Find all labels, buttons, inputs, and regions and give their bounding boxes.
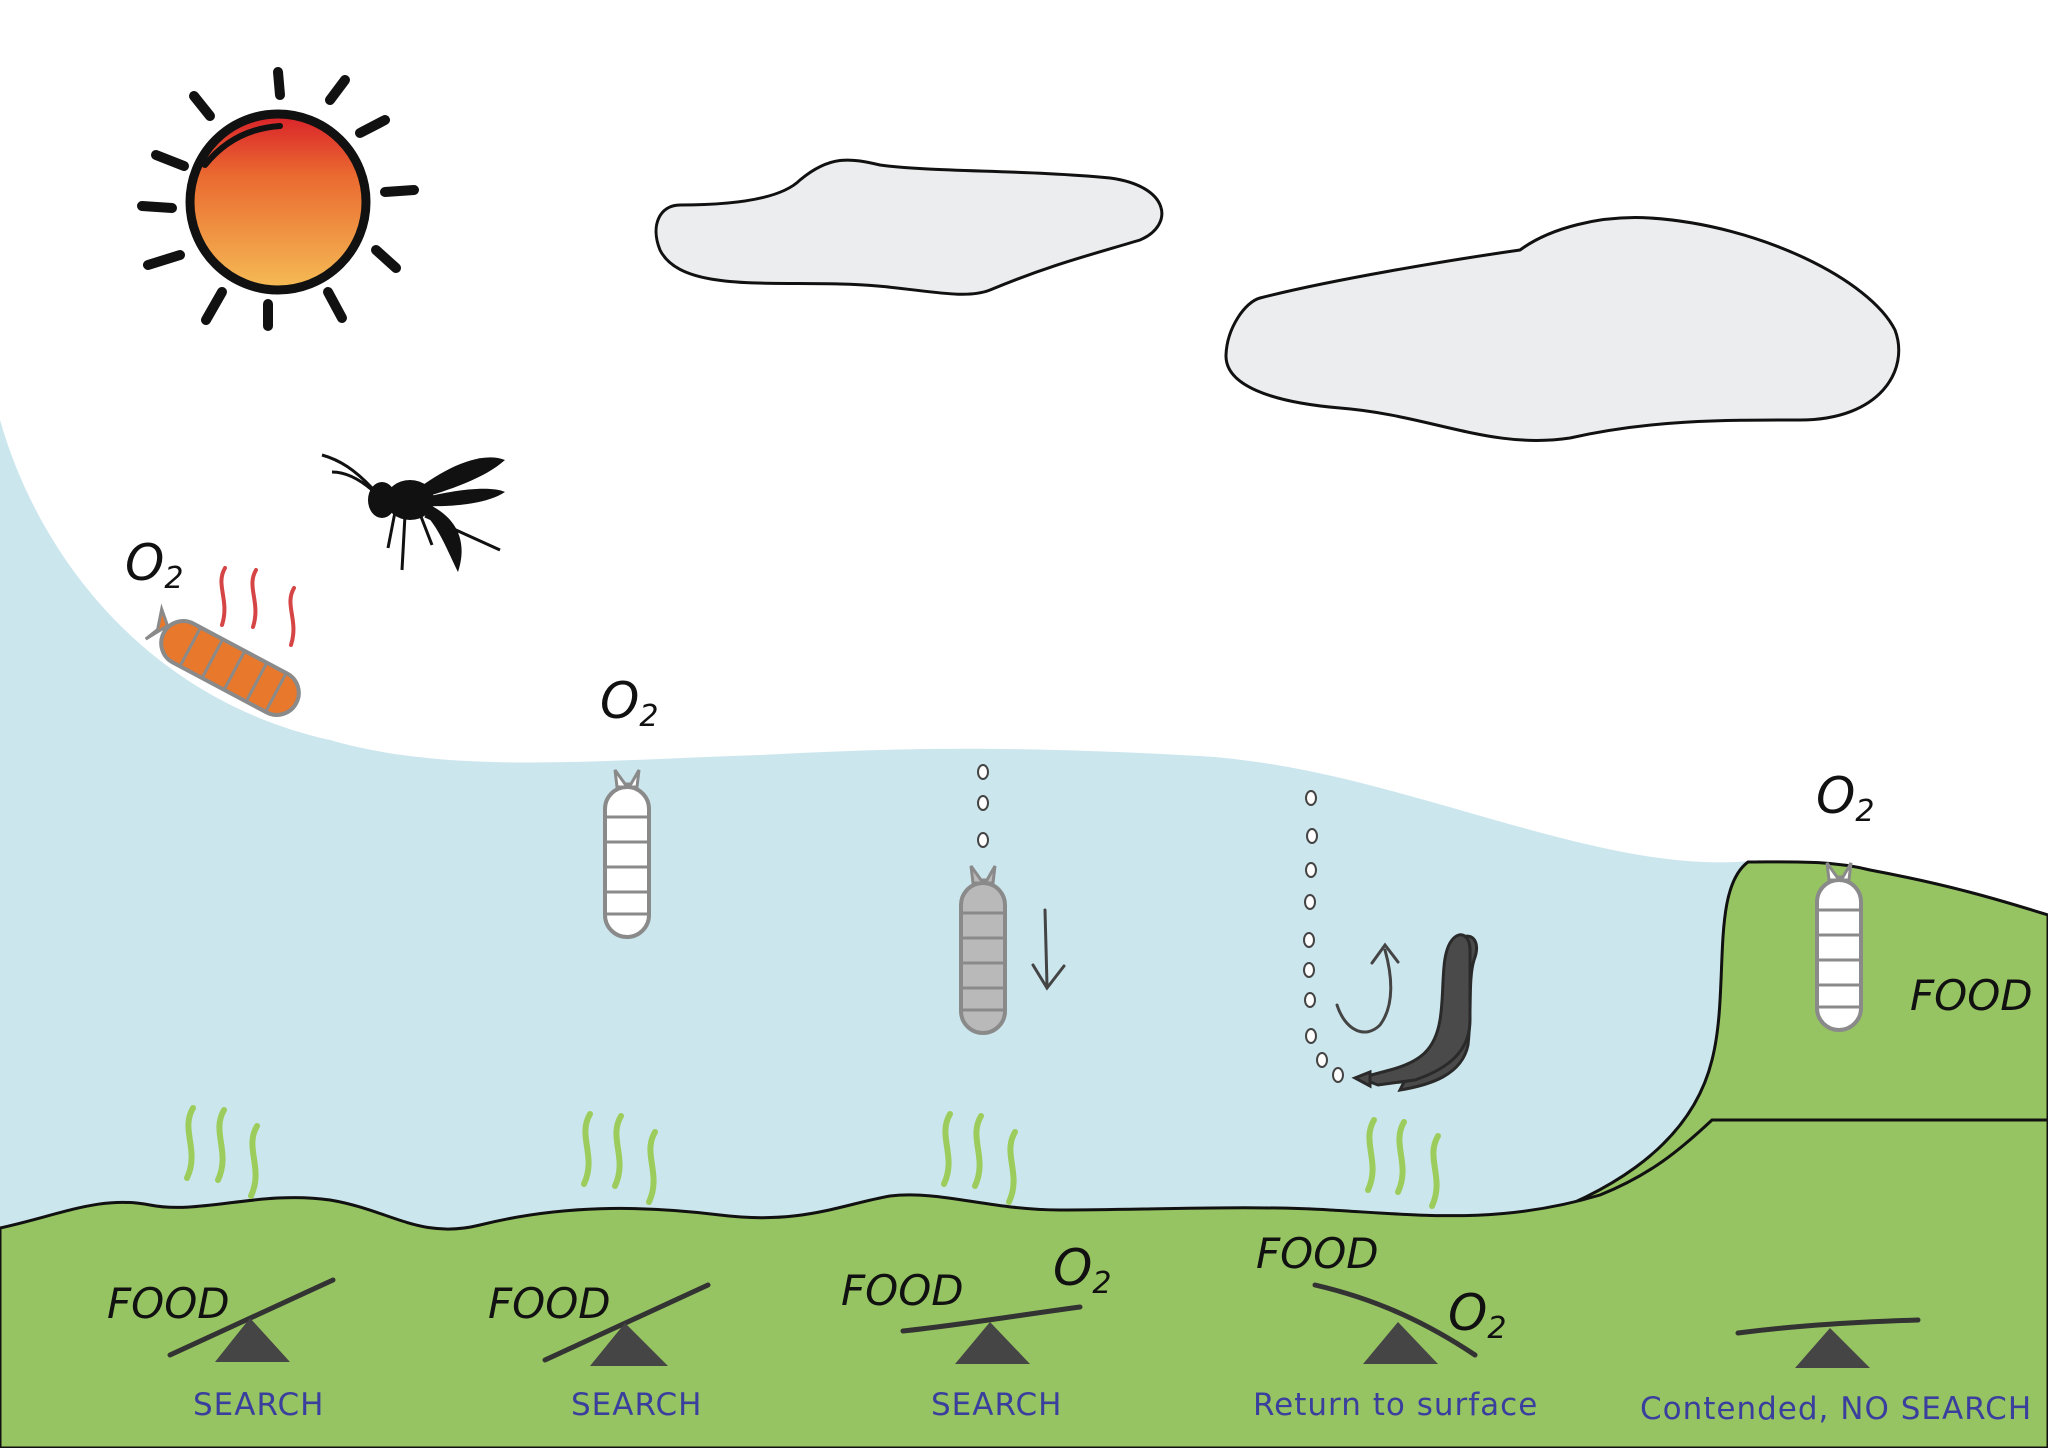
balance-3-o2: O2 xyxy=(1053,1239,1111,1301)
balance-1-caption: SEARCH xyxy=(193,1387,324,1423)
cloud-small xyxy=(654,158,1164,296)
down-arrow-icon xyxy=(1031,908,1066,991)
o2-label-bank: O2 xyxy=(1816,767,1874,829)
balance-3: FOOD O2 SEARCH xyxy=(841,1239,1111,1423)
seaweed-plumes xyxy=(184,1105,1441,1209)
larva-descending xyxy=(959,865,1007,1035)
larva-contended xyxy=(1815,862,1863,1032)
balance-2-food: FOOD xyxy=(488,1279,611,1328)
wasp-icon xyxy=(321,453,505,572)
larva-breathing xyxy=(603,769,651,939)
balance-2-caption: SEARCH xyxy=(571,1387,702,1423)
larva-returning xyxy=(1351,933,1479,1092)
balance-3-food: FOOD xyxy=(841,1266,964,1315)
ground xyxy=(0,1118,2048,1448)
water-body xyxy=(0,420,1760,1240)
cloud-large xyxy=(1224,216,1901,442)
bubbles-descending xyxy=(977,764,989,848)
balance-5-caption: Contended, NO SEARCH xyxy=(1640,1391,2032,1427)
balance-4-caption: Return to surface xyxy=(1253,1387,1538,1423)
balance-5: Contended, NO SEARCH xyxy=(1640,1317,2032,1427)
balance-3-caption: SEARCH xyxy=(931,1387,1062,1423)
food-label-bank: FOOD xyxy=(1910,971,2033,1020)
balance-4-food: FOOD xyxy=(1256,1229,1379,1278)
balance-4-o2: O2 xyxy=(1448,1284,1506,1346)
balance-1: FOOD SEARCH xyxy=(107,1277,336,1423)
o2-label-sun: O2 xyxy=(125,534,183,596)
sun-icon xyxy=(137,67,419,331)
balance-4: FOOD O2 Return to surface xyxy=(1253,1229,1538,1423)
larva-overheated xyxy=(144,603,301,717)
o2-label-surface: O2 xyxy=(600,672,658,734)
bubbles-returning xyxy=(1303,790,1344,1083)
balance-1-food: FOOD xyxy=(107,1279,230,1328)
heat-waves xyxy=(219,566,296,647)
balance-2: FOOD SEARCH xyxy=(488,1279,711,1423)
u-turn-arrow-icon xyxy=(1335,942,1400,1034)
